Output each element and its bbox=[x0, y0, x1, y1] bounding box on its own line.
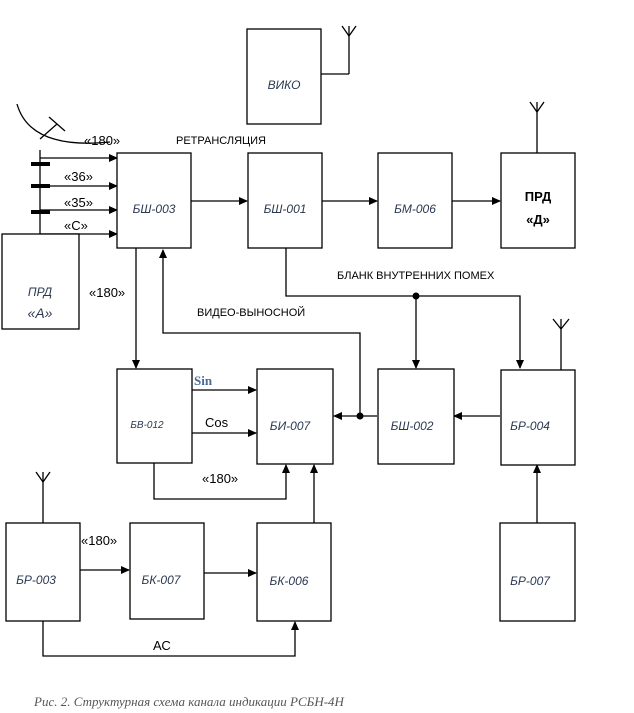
block-bsh-002: БШ-002 bbox=[377, 368, 455, 465]
block-label: БМ-006 bbox=[394, 202, 436, 216]
block-label: БВ-012 bbox=[130, 420, 164, 431]
block-label: БК-007 bbox=[142, 573, 182, 587]
block-label: БР-004 bbox=[510, 419, 550, 433]
block-bv-012: БВ-012 bbox=[116, 368, 193, 464]
block-label: БК-006 bbox=[270, 574, 309, 588]
prd-a-feed bbox=[31, 150, 118, 238]
block-bk-007: БК-007 bbox=[129, 522, 205, 620]
block-label: ВИКО bbox=[268, 78, 301, 92]
block-label: БШ-002 bbox=[391, 419, 434, 433]
block-label: «Д» bbox=[526, 212, 550, 227]
label-blank-pomeh: БЛАНК ВНУТРЕННИХ ПОМЕХ bbox=[337, 270, 495, 282]
block-label: БИ-007 bbox=[270, 419, 312, 433]
antenna-viko bbox=[321, 25, 357, 75]
block-bsh-003: БШ-003 bbox=[116, 152, 192, 249]
block-label: ПРД bbox=[525, 189, 552, 204]
block-label: «А» bbox=[28, 305, 53, 321]
connections bbox=[42, 197, 541, 657]
label-180-top: «180» bbox=[84, 133, 120, 148]
block-br-004: БР-004 bbox=[500, 369, 576, 466]
label-180-br003: «180» bbox=[81, 533, 117, 548]
block-label: БШ-003 bbox=[133, 202, 176, 216]
antenna-br004 bbox=[552, 318, 570, 370]
antenna-prd-d bbox=[529, 101, 545, 153]
dish-antenna-icon bbox=[16, 103, 111, 144]
block-viko: ВИКО bbox=[246, 28, 322, 125]
label-35: «35» bbox=[64, 195, 93, 210]
label-180-bottom: «180» bbox=[202, 471, 238, 486]
block-label: БР-003 bbox=[16, 573, 56, 587]
block-label: БШ-001 bbox=[264, 202, 307, 216]
label-36: «36» bbox=[64, 169, 93, 184]
block-bm-006: БМ-006 bbox=[377, 152, 453, 249]
block-prd-a: ПРД «А» bbox=[1, 233, 80, 330]
block-prd-d: ПРД «Д» bbox=[500, 152, 576, 249]
block-label: БР-007 bbox=[510, 574, 551, 588]
block-br-007: БР-007 bbox=[499, 522, 576, 622]
label-180-left: «180» bbox=[89, 285, 125, 300]
block-label: ПРД bbox=[28, 285, 53, 299]
block-br-003: БР-003 bbox=[5, 522, 81, 622]
label-retranslation: РЕТРАНСЛЯЦИЯ bbox=[176, 135, 266, 147]
block-bk-006: БК-006 bbox=[256, 522, 332, 622]
figure-caption: Рис. 2. Структурная схема канала индикац… bbox=[33, 694, 345, 709]
label-ac: АС bbox=[153, 638, 171, 653]
label-c: «С» bbox=[64, 218, 88, 233]
label-cos: Cos bbox=[205, 415, 229, 430]
label-video-vynosnoy: ВИДЕО-ВЫНОСНОЙ bbox=[197, 306, 305, 319]
block-bsh-001: БШ-001 bbox=[247, 152, 323, 249]
block-bi-007: БИ-007 bbox=[256, 368, 334, 465]
label-sin: Sin bbox=[194, 373, 213, 388]
antenna-br003 bbox=[35, 471, 51, 523]
